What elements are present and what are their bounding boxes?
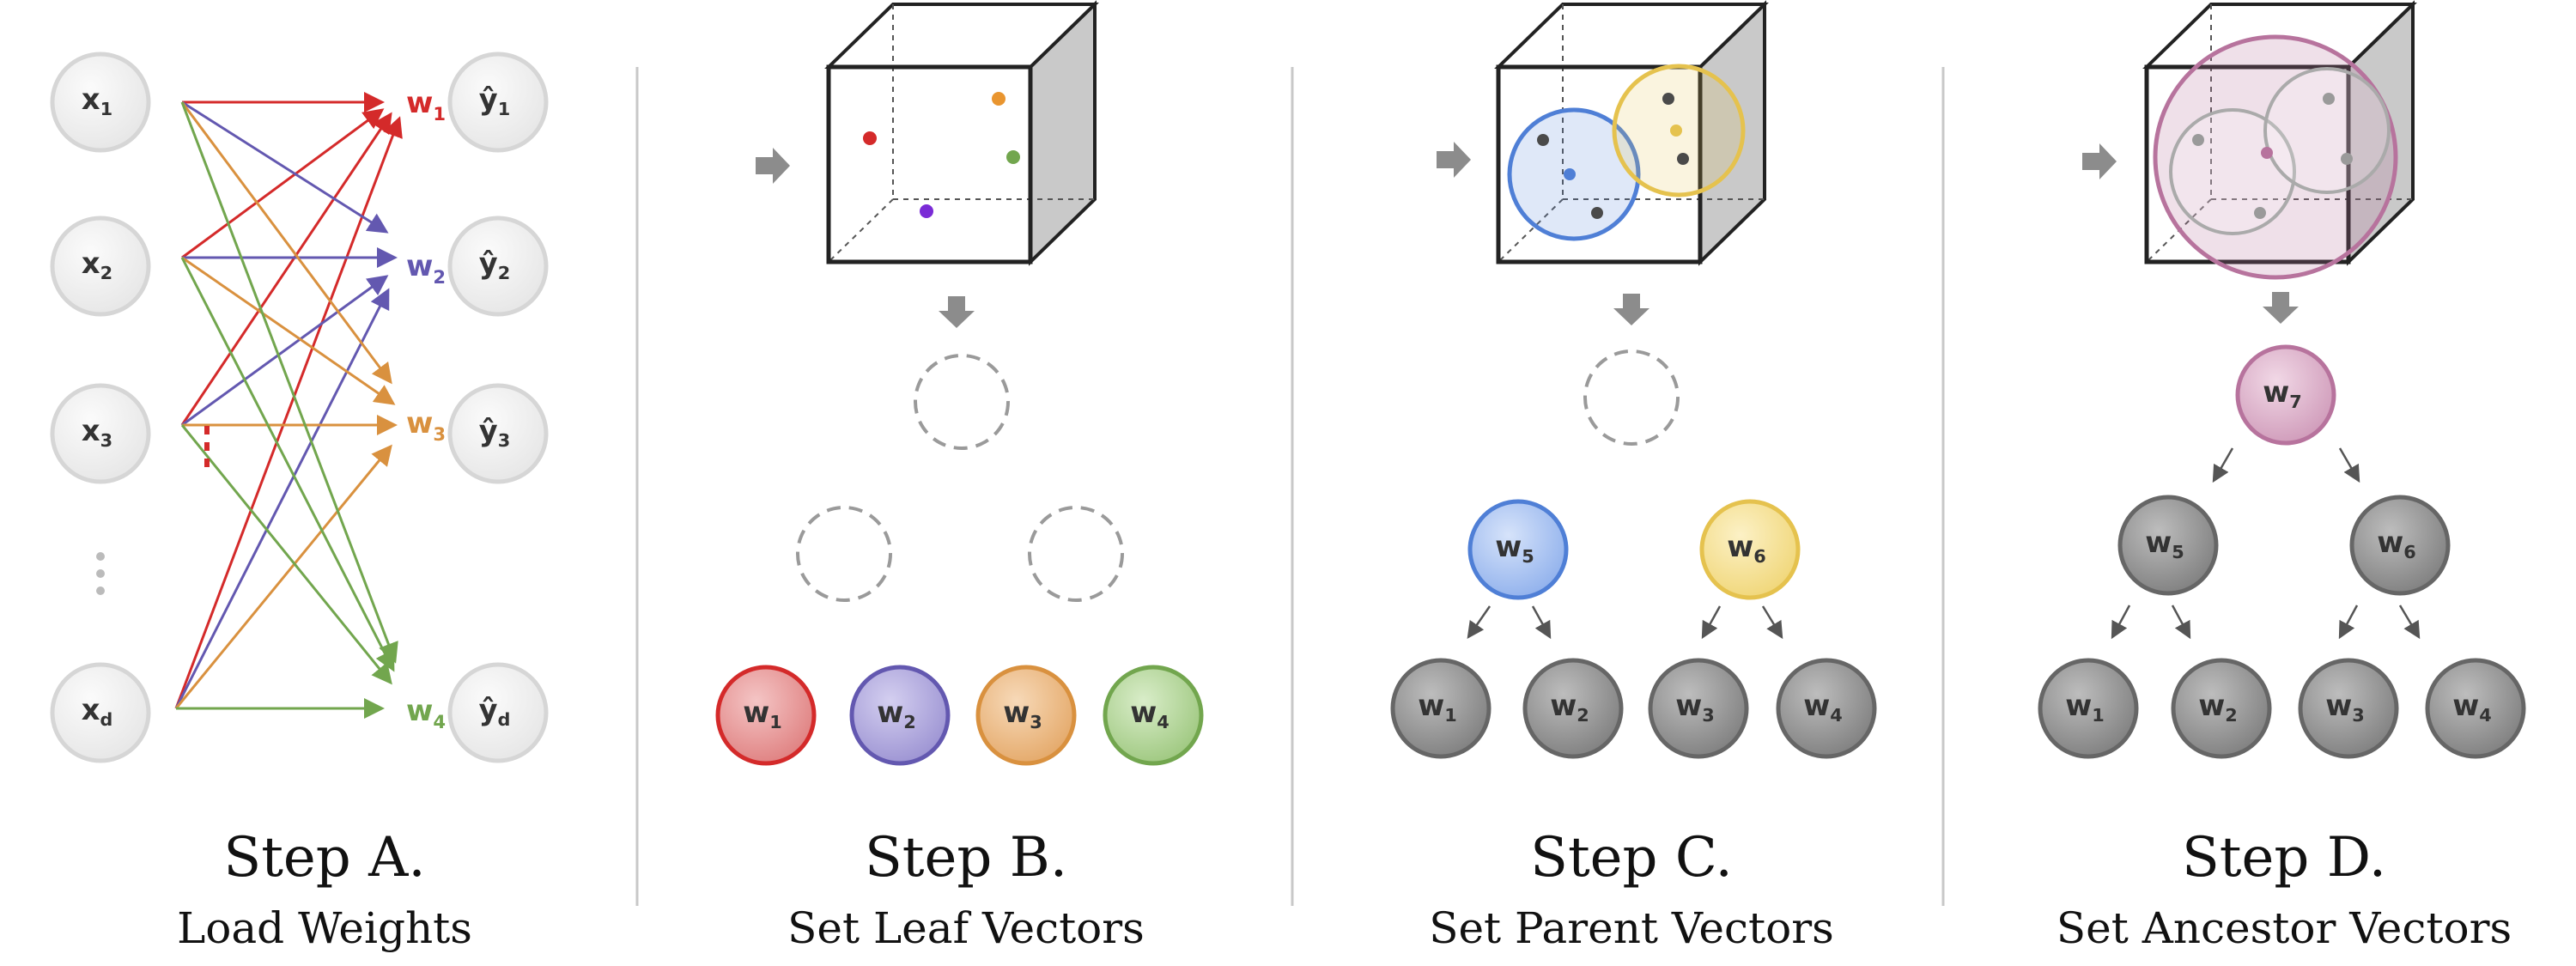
output-node-3-label: ŷ3 [479,414,510,451]
leaf-node-w2: w2 [849,665,951,766]
input-node-3: x3 [50,383,151,484]
output-node-d: ŷd [447,662,549,763]
leaf-node-w1: w1 [1390,658,1492,759]
step-b-subtitle: Set Leaf Vectors [787,903,1145,953]
leaf-node-w1: w1 [715,665,817,766]
leaf-nodes: w1 w2 w3 w4 [1390,658,1877,759]
leaf-nodes: w1 w2 w3 w4 [715,665,1204,766]
parent-nodes: w5 w6 [1467,499,1801,600]
parent-node-w5-label: w5 [1495,530,1534,567]
output-node-1: ŷ1 [447,52,549,153]
weight-connection-arrows [174,92,403,719]
weight-label-2: w2 [406,249,446,287]
input-node-1-label: x1 [82,82,112,119]
empty-tree-slots [796,354,1124,602]
leaf-node-w4-label: w4 [2452,689,2492,726]
step-b-title: Step B. [865,826,1067,890]
leaf-node-w2: w2 [1522,658,1624,759]
step-a-subtitle: Load Weights [177,903,472,953]
down-arrow-icon [939,296,975,328]
leaf-node-w2-label: w2 [2198,689,2238,726]
input-nodes: x1 x2 x3 xd [50,52,151,763]
tree-edges [1467,605,1783,640]
right-arrow-icon [756,148,790,184]
right-arrow-icon [2082,143,2117,179]
leaf-node-w1: w1 [2038,658,2139,759]
cube-icon [2142,0,2417,280]
cluster-pink [2153,34,2398,280]
panel-captions: Step A. Load Weights Step B. Set Leaf Ve… [177,826,2512,953]
red-ellipsis-icon [204,426,210,467]
leaf-node-w1-label: w1 [2065,689,2105,726]
cube-icon [1494,0,1769,266]
leaf-node-w3-label: w3 [2325,689,2365,726]
step-c-subtitle: Set Parent Vectors [1429,903,1834,953]
ellipsis-icon [96,552,105,595]
leaf-node-w1-label: w1 [1418,689,1457,726]
input-node-1: x1 [50,52,151,153]
leaf-node-w4: w4 [1776,658,1877,759]
panel-step-a: x1 x2 x3 xd ŷ1 ŷ2 ŷ3 ŷd w1 w2 w3 w4 [50,52,549,763]
root-node: w7 [2235,344,2336,446]
parent-node-w6: w6 [2349,495,2451,596]
leaf-node-w4: w4 [1103,665,1204,766]
weight-label-1: w1 [406,86,446,124]
output-nodes: ŷ1 ŷ2 ŷ3 ŷd [447,52,549,763]
leaf-node-w4-label: w4 [1803,689,1843,726]
leaf-point-orange [992,92,1005,106]
root-node-w7-label: w7 [2263,375,2302,412]
down-arrow-icon [1613,294,1649,325]
input-node-d-label: xd [82,693,113,730]
weight-label-4: w4 [406,694,446,732]
input-node-3-label: x3 [82,414,112,451]
step-a-title: Step A. [223,826,425,890]
parent-node-w5: w5 [1467,499,1569,600]
input-node-d: xd [50,662,151,763]
leaf-node-w3: w3 [975,665,1077,766]
leaf-node-w3: w3 [1648,658,1749,759]
leaf-node-w2: w2 [2171,658,2272,759]
leaf-point-red [863,131,877,145]
step-d-title: Step D. [2182,826,2386,890]
root-node-w7: w7 [2235,344,2336,446]
panel-step-b: w1 w2 w3 w4 [715,0,1204,766]
leaf-node-w2-label: w2 [877,696,916,732]
leaf-node-w4-label: w4 [1130,696,1170,732]
input-node-2: x2 [50,216,151,317]
cube-icon [824,0,1099,266]
leaf-node-w1-label: w1 [743,696,782,732]
parent-nodes: w5 w6 [2117,495,2451,596]
step-c-title: Step C. [1530,826,1733,890]
leaf-nodes: w1 w2 w3 w4 [2038,658,2526,759]
output-node-2-label: ŷ2 [479,246,510,283]
parent-node-w6-label: w6 [1727,530,1766,567]
weight-label-3: w3 [406,406,446,444]
output-node-d-label: ŷd [479,693,511,730]
parent-node-w6: w6 [1699,499,1801,600]
leaf-node-w2-label: w2 [1550,689,1589,726]
leaf-node-w4: w4 [2425,658,2526,759]
output-node-1-label: ŷ1 [479,82,510,119]
right-arrow-icon [1437,142,1471,178]
leaf-point-purple [920,204,933,218]
output-node-2: ŷ2 [447,216,549,317]
weight-labels: w1 w2 w3 w4 [406,86,446,732]
parent-node-w5: w5 [2117,495,2219,596]
leaf-node-w3-label: w3 [1003,696,1042,732]
down-arrow-icon [2263,292,2299,324]
empty-root-slot [1583,349,1680,446]
panel-dividers [635,67,1945,906]
output-node-3: ŷ3 [447,383,549,484]
leaf-node-w3-label: w3 [1675,689,1715,726]
leaf-point-green [1006,150,1020,164]
parent-node-w5-label: w5 [2145,526,2184,562]
panel-step-d: w7 w5 w6 w1 w2 w3 w4 [2038,0,2526,759]
step-d-subtitle: Set Ancestor Vectors [2057,903,2512,953]
leaf-node-w3: w3 [2298,658,2399,759]
tree-edges [2111,447,2421,640]
panel-step-c: w5 w6 w1 w2 w3 w4 [1390,0,1877,759]
parent-node-w6-label: w6 [2377,526,2416,562]
input-node-2-label: x2 [82,246,112,283]
